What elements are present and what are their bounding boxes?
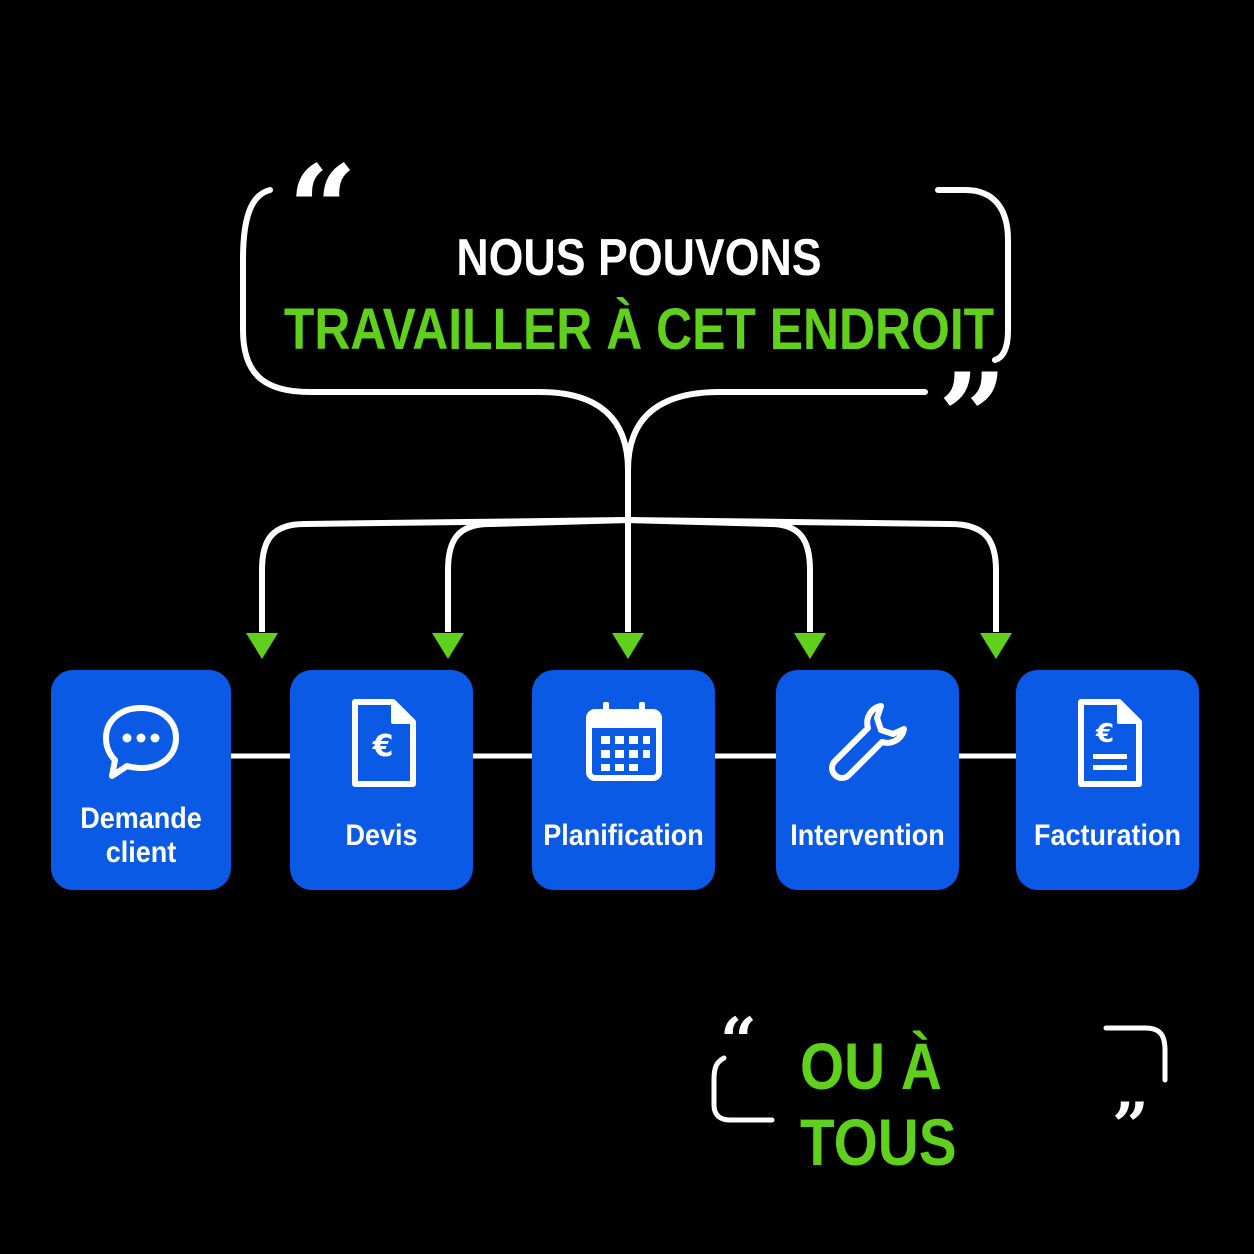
svg-text:€: € bbox=[1094, 719, 1113, 749]
step-card-devis: € Devis bbox=[290, 670, 473, 890]
step-card-facturation: € Facturation bbox=[1016, 670, 1199, 890]
step-card-intervention: Intervention bbox=[776, 670, 959, 890]
invoice-icon: € bbox=[1077, 699, 1142, 787]
arrow-2 bbox=[432, 633, 464, 659]
close-quote-small-icon: ” bbox=[1112, 1089, 1149, 1164]
calendar-icon bbox=[585, 702, 662, 781]
step-label: Intervention bbox=[790, 819, 945, 852]
heading-line-1: NOUS POUVONS bbox=[456, 229, 822, 287]
heading-line-2: TRAVAILLER À CET ENDROIT bbox=[283, 297, 995, 362]
step-label: Devis bbox=[345, 819, 418, 852]
step-label: Facturation bbox=[1033, 819, 1182, 852]
close-quote-icon: ” bbox=[938, 347, 1008, 488]
svg-text:€: € bbox=[371, 729, 393, 764]
open-quote-icon: “ bbox=[288, 139, 358, 280]
footer-text: OU À TOUS bbox=[800, 1029, 957, 1179]
arrow-5 bbox=[980, 633, 1012, 659]
step-label: Demande client bbox=[80, 802, 202, 869]
euro-document-icon: € bbox=[351, 699, 416, 787]
chat-bubble-icon bbox=[103, 705, 179, 779]
open-quote-small-icon: “ bbox=[720, 1004, 757, 1079]
arrow-1 bbox=[246, 633, 278, 659]
step-label: Planification bbox=[543, 819, 704, 852]
step-card-planification: Planification bbox=[532, 670, 715, 890]
wrench-icon bbox=[828, 703, 907, 781]
step-card-demande-client: Demande client bbox=[51, 670, 231, 890]
arrow-3 bbox=[612, 633, 644, 659]
arrow-4 bbox=[794, 633, 826, 659]
